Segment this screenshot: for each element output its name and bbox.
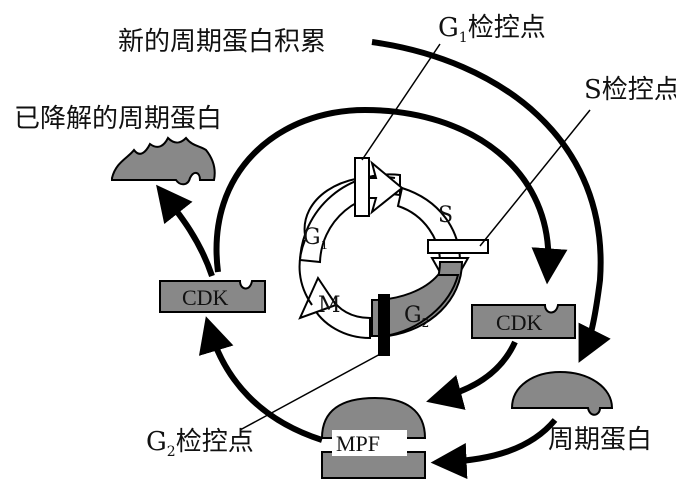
degradation-arrow bbox=[156, 184, 215, 277]
new-cyclin-label: 新的周期蛋白积累 bbox=[118, 27, 326, 57]
g2-checkpoint-bar bbox=[378, 294, 390, 356]
phase-m-label: M bbox=[318, 293, 341, 318]
cdk-left-label: CDK bbox=[182, 285, 229, 310]
cdk-right-label: CDK bbox=[496, 310, 543, 335]
phase-g1-label: G1 bbox=[303, 225, 328, 252]
outer-cycle-arc-left bbox=[213, 107, 366, 273]
phase-s-label: S bbox=[438, 203, 453, 228]
cdk-to-mpf-arrow bbox=[426, 340, 518, 410]
cdk-left-box bbox=[159, 280, 266, 313]
g1-checkpoint-bar bbox=[354, 157, 370, 217]
cyclin-label: 周期蛋白 bbox=[548, 425, 652, 455]
mpf-label: MPF bbox=[336, 431, 380, 456]
g2-body bbox=[371, 274, 460, 337]
cyclin-to-mpf-arrow bbox=[430, 418, 558, 479]
cyclin-accumulation-arrow bbox=[371, 39, 611, 363]
s-checkpoint-label: S检控点 bbox=[584, 75, 676, 105]
mpf-top-cyclin bbox=[320, 396, 427, 439]
inner-left-arc bbox=[298, 239, 313, 306]
g2-pointer-line bbox=[239, 351, 385, 431]
cyclin-shape bbox=[510, 370, 614, 416]
inner-cyclin-arrow bbox=[364, 107, 568, 285]
g1-pointer-line bbox=[361, 43, 441, 161]
g2-checkpoint-label: G2检控点 bbox=[146, 427, 254, 460]
s-pointer-line bbox=[479, 109, 591, 247]
degraded-cyclin-shape bbox=[111, 136, 216, 186]
mpf-to-cdk-arrow bbox=[198, 316, 323, 443]
degraded-cyclin-label: 已降解的周期蛋白 bbox=[14, 104, 222, 134]
mpf-label-box bbox=[332, 430, 407, 456]
m-arrowhead bbox=[298, 275, 338, 320]
cdk-right-box bbox=[471, 304, 576, 339]
s-checkpoint-bar bbox=[427, 239, 489, 254]
g1-checkpoint-label: G1检控点 bbox=[438, 13, 546, 46]
phase-g2-label: G2 bbox=[404, 303, 429, 330]
